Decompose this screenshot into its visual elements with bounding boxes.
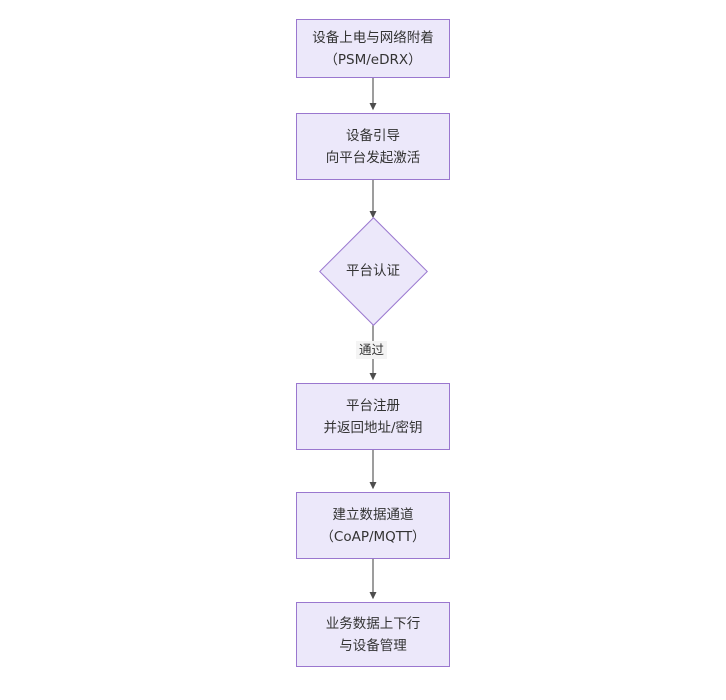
node-line: （CoAP/MQTT） [320,528,426,545]
node-line: 并返回地址/密钥 [323,419,423,436]
node-device-power-on[interactable]: 设备上电与网络附着 （PSM/eDRX） [296,19,450,78]
node-line: 与设备管理 [339,637,407,654]
node-line: 平台注册 [346,397,400,414]
node-data-channel[interactable]: 建立数据通道 （CoAP/MQTT） [296,492,450,559]
node-line: 业务数据上下行 [325,615,421,632]
node-platform-registration[interactable]: 平台注册 并返回地址/密钥 [296,383,450,450]
node-line: 设备上电与网络附着 [312,29,434,46]
node-line: 设备引导 [346,127,400,144]
node-line: 平台认证 [346,263,400,279]
node-business-data[interactable]: 业务数据上下行 与设备管理 [296,602,450,667]
node-platform-auth-decision[interactable]: 平台认证 [316,216,430,326]
node-line: 向平台发起激活 [325,149,421,166]
node-line: 建立数据通道 [332,506,414,523]
edge-label-pass: 通过 [356,341,388,359]
node-line: （PSM/eDRX） [324,51,422,68]
node-device-bootstrap[interactable]: 设备引导 向平台发起激活 [296,113,450,180]
